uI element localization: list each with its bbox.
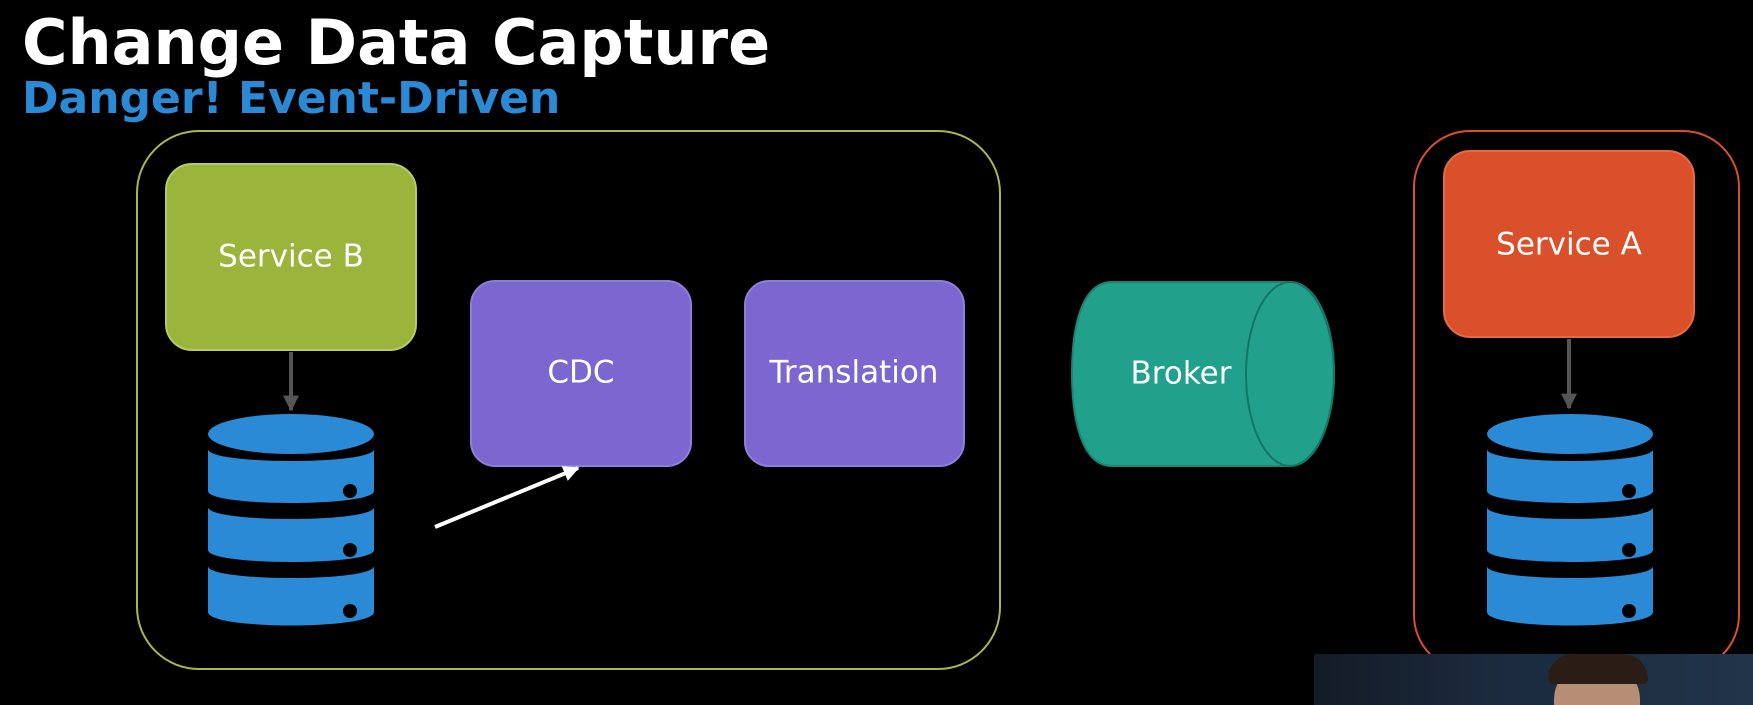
database-a-icon	[1487, 414, 1653, 626]
presenter-hair	[1548, 654, 1648, 684]
service-b-node: Service B	[165, 163, 417, 351]
slide-subtitle: Danger! Event-Driven	[22, 73, 561, 124]
slide-title: Change Data Capture	[22, 6, 771, 79]
edge-database-to-cdc	[434, 466, 580, 529]
service-a-label: Service A	[1496, 227, 1642, 263]
cdc-label: CDC	[547, 355, 614, 391]
broker-node: Broker	[1070, 281, 1336, 467]
broker-label: Broker	[1131, 356, 1232, 392]
service-a-node: Service A	[1443, 150, 1695, 338]
service-b-boundary	[136, 130, 1001, 670]
service-b-label: Service B	[218, 239, 364, 275]
cdc-node: CDC	[470, 280, 692, 467]
translation-label: Translation	[769, 355, 939, 391]
database-b-icon	[208, 414, 374, 626]
presenter-video-thumbnail	[1314, 654, 1753, 705]
translation-node: Translation	[744, 280, 965, 467]
